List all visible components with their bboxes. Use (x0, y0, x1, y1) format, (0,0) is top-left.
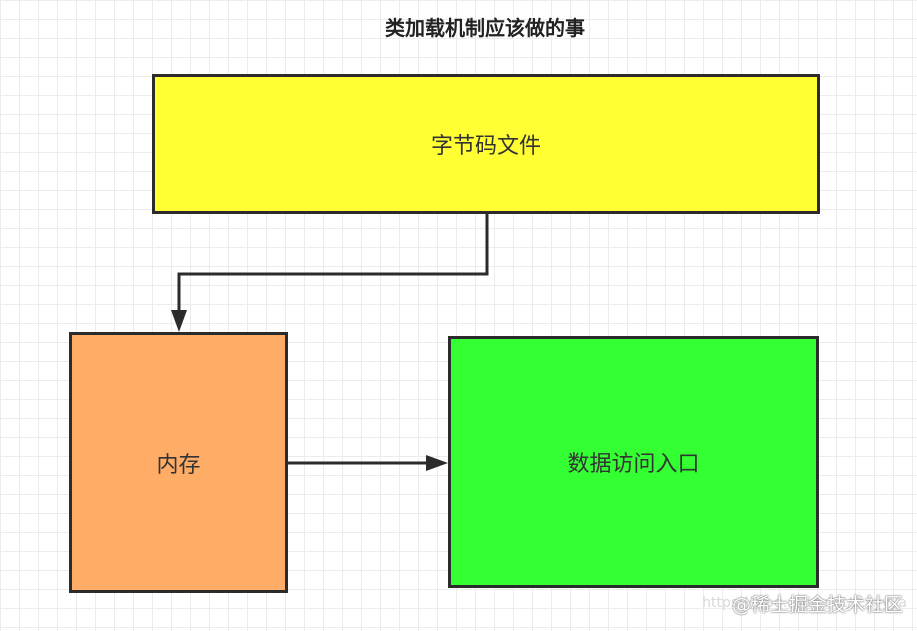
data-access-entry-label: 数据访问入口 (567, 452, 700, 477)
data-access-entry-box[interactable]: 数据访问入口 (448, 336, 819, 588)
arrowhead-right-icon (426, 455, 448, 471)
arrowhead-down-icon (171, 310, 187, 332)
bytecode-file-label: 字节码文件 (430, 134, 541, 159)
memory-label: 内存 (156, 452, 201, 478)
watermark: @稀土掘金技术社区 (731, 594, 903, 616)
diagram-title: 类加载机制应该做的事 (385, 16, 585, 40)
connector-bytecode-to-memory (177, 214, 489, 312)
memory-box[interactable]: 内存 (69, 332, 288, 593)
bytecode-file-box[interactable]: 字节码文件 (152, 74, 820, 214)
watermark-url: https://blog.csdn.net/...yyyya (702, 595, 907, 611)
